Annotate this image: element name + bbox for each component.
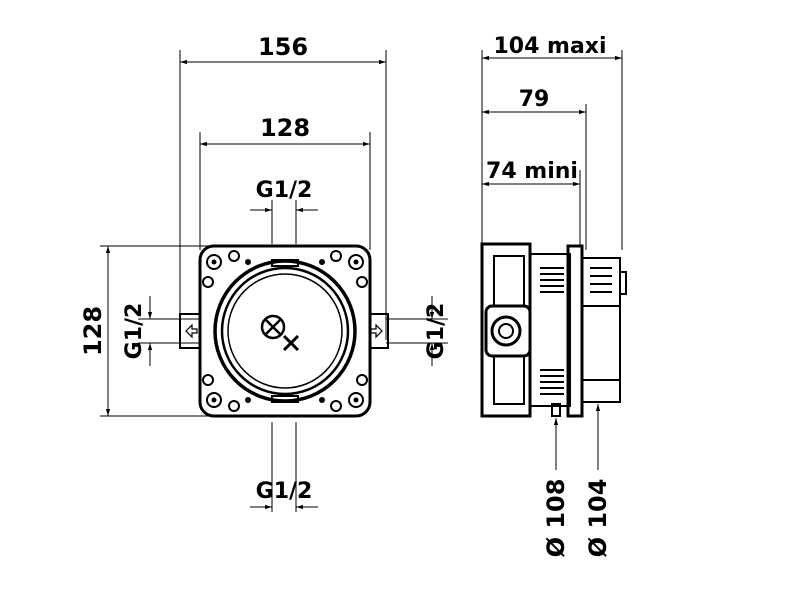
dimension-depth-mid: 79 <box>482 87 587 250</box>
dimension-depth-max: 104 maxi <box>481 34 623 250</box>
label-g12-bottom: G1/2 <box>256 479 313 504</box>
dimension-connection-top: G1/2 <box>250 178 318 244</box>
dimension-width-outer: 156 <box>179 33 387 340</box>
valve-body-side <box>480 242 627 418</box>
dimension-width-inner: 128 <box>199 114 371 250</box>
label-128-top: 128 <box>260 114 310 142</box>
port-icon <box>484 304 532 358</box>
label-g12-right: G1/2 <box>424 303 449 360</box>
dimension-height: 128 <box>79 245 210 417</box>
label-128-left: 128 <box>79 306 107 356</box>
dimension-connection-right: G1/2 <box>386 296 449 366</box>
label-156: 156 <box>258 33 308 61</box>
dimension-depth-min: 74 mini <box>482 159 581 245</box>
dimension-diameter-104: Ø 104 <box>584 404 612 557</box>
label-diameter-108: Ø 108 <box>542 479 570 558</box>
spindle-icon <box>260 314 300 352</box>
front-view: 156 128 G1/2 G1/2 <box>79 33 449 512</box>
label-g12-left: G1/2 <box>122 303 147 360</box>
label-74-mini: 74 mini <box>486 159 578 184</box>
label-79: 79 <box>519 87 550 112</box>
label-diameter-104: Ø 104 <box>584 479 612 558</box>
side-view: 104 maxi 79 74 mini <box>480 34 627 557</box>
dimension-connection-bottom: G1/2 <box>250 422 318 512</box>
screw-icon <box>202 250 368 412</box>
dimension-diameter-108: Ø 108 <box>542 418 570 557</box>
valve-body-front <box>179 244 389 418</box>
label-g12-top: G1/2 <box>256 178 313 203</box>
dimension-connection-left: G1/2 <box>122 296 200 366</box>
label-104-maxi: 104 maxi <box>493 34 606 59</box>
